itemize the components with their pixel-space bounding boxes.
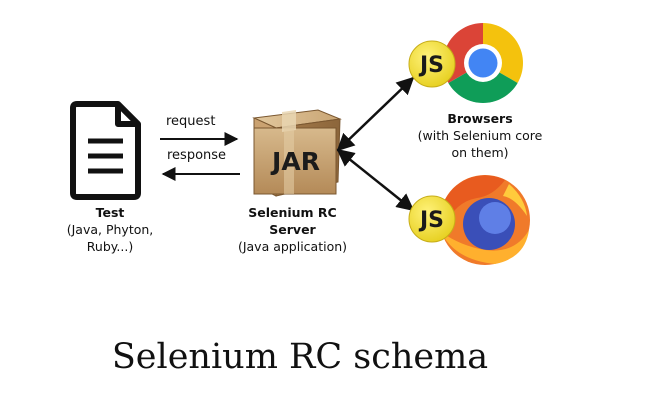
js-badge-chrome-label: JS	[418, 53, 444, 78]
chrome-link-arrow	[336, 76, 415, 152]
browsers-caption: Browsers (with Selenium core on them)	[400, 110, 560, 161]
browsers-title: Browsers	[447, 111, 513, 126]
js-badge-firefox: JS	[408, 195, 456, 243]
chrome-icon	[443, 23, 523, 103]
test-caption: Test (Java, Phyton, Ruby...)	[50, 204, 170, 255]
browsers-line-1: (with Selenium core	[417, 128, 543, 143]
server-title-line-2: Server	[269, 222, 316, 237]
jar-label: JAR	[270, 147, 320, 176]
response-label: response	[167, 148, 227, 163]
schema-title: Selenium RC schema	[111, 337, 489, 377]
firefox-link-arrow	[336, 148, 415, 212]
test-line-2: Ruby...)	[86, 239, 134, 254]
document-icon	[70, 101, 141, 200]
server-title-line-1: Selenium RC	[248, 205, 337, 220]
server-subtitle: (Java application)	[237, 239, 348, 254]
server-caption: Selenium RC Server (Java application)	[225, 204, 360, 255]
js-badge-chrome: JS	[408, 40, 456, 88]
test-title: Test	[95, 205, 125, 220]
request-label: request	[166, 114, 216, 129]
firefox-icon	[440, 175, 530, 265]
jar-box-icon	[252, 109, 342, 197]
js-badge-firefox-label: JS	[418, 208, 444, 233]
test-line-1: (Java, Phyton,	[66, 222, 154, 237]
browsers-line-2: on them)	[451, 145, 509, 160]
